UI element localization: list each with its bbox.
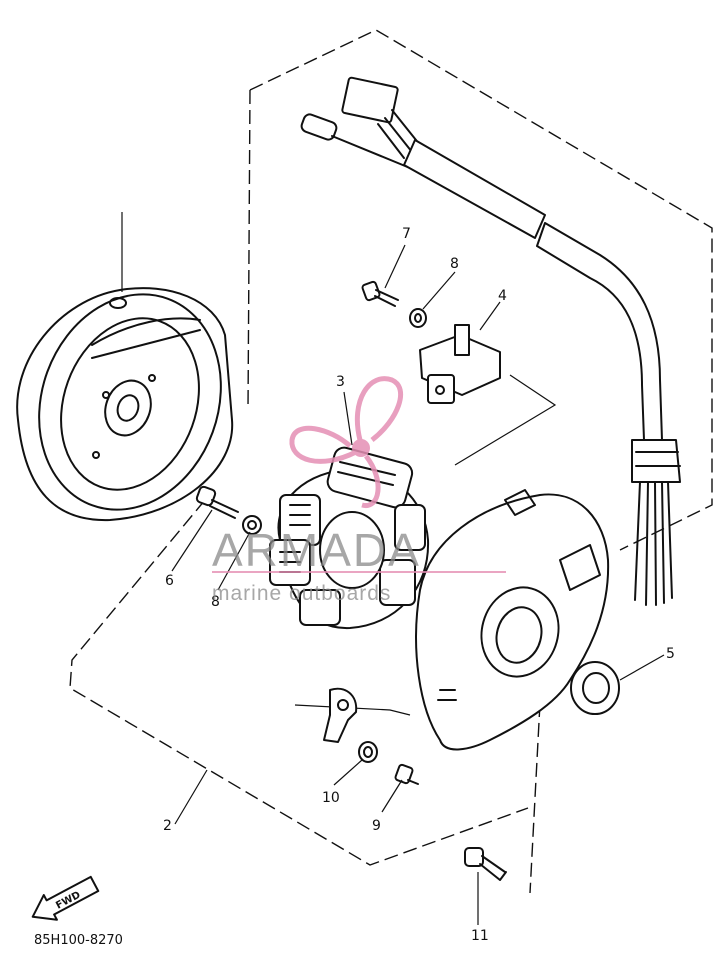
armada-watermark: ARMADA marine outboards <box>212 376 506 605</box>
oil-seal <box>570 661 620 715</box>
wire-clamp-icon <box>323 687 358 743</box>
callout-7: 7 <box>402 226 411 242</box>
forward-arrow-icon <box>31 875 100 921</box>
washer-10-icon <box>358 741 378 763</box>
screw-6-icon <box>195 485 239 519</box>
wire-harness <box>300 76 681 606</box>
callout-8-left: 8 <box>211 594 220 610</box>
callout-8-top: 8 <box>450 256 459 272</box>
fasteners <box>195 280 507 881</box>
screw-9-icon <box>394 763 419 785</box>
callout-6: 6 <box>165 573 174 589</box>
assembly-boundary <box>69 29 713 894</box>
watermark-brand: ARMADA <box>212 524 421 576</box>
washer-8-left-icon <box>242 515 262 535</box>
bolt-7-icon <box>361 280 399 307</box>
callout-2: 2 <box>163 818 172 834</box>
callout-3: 3 <box>336 374 345 390</box>
callout-9: 9 <box>372 818 381 834</box>
washer-8-top-icon <box>409 308 427 328</box>
propeller-icon <box>289 376 404 508</box>
leader-lines <box>121 212 665 925</box>
forward-direction-badge: FWD <box>31 875 100 921</box>
callout-4: 4 <box>498 288 507 304</box>
callout-labels: 2 3 4 5 6 7 8 8 9 10 11 <box>163 226 675 944</box>
part-number-code: 85H100-8270 <box>34 933 123 948</box>
callout-5: 5 <box>666 646 675 662</box>
callout-11: 11 <box>471 928 489 944</box>
stator-base-bracket <box>415 489 610 751</box>
flywheel-rotor <box>16 287 234 522</box>
callout-10: 10 <box>322 790 340 806</box>
bolt-11-icon <box>464 847 507 881</box>
watermark-tagline: marine outboards <box>212 582 391 605</box>
pulser-coil <box>419 324 501 404</box>
